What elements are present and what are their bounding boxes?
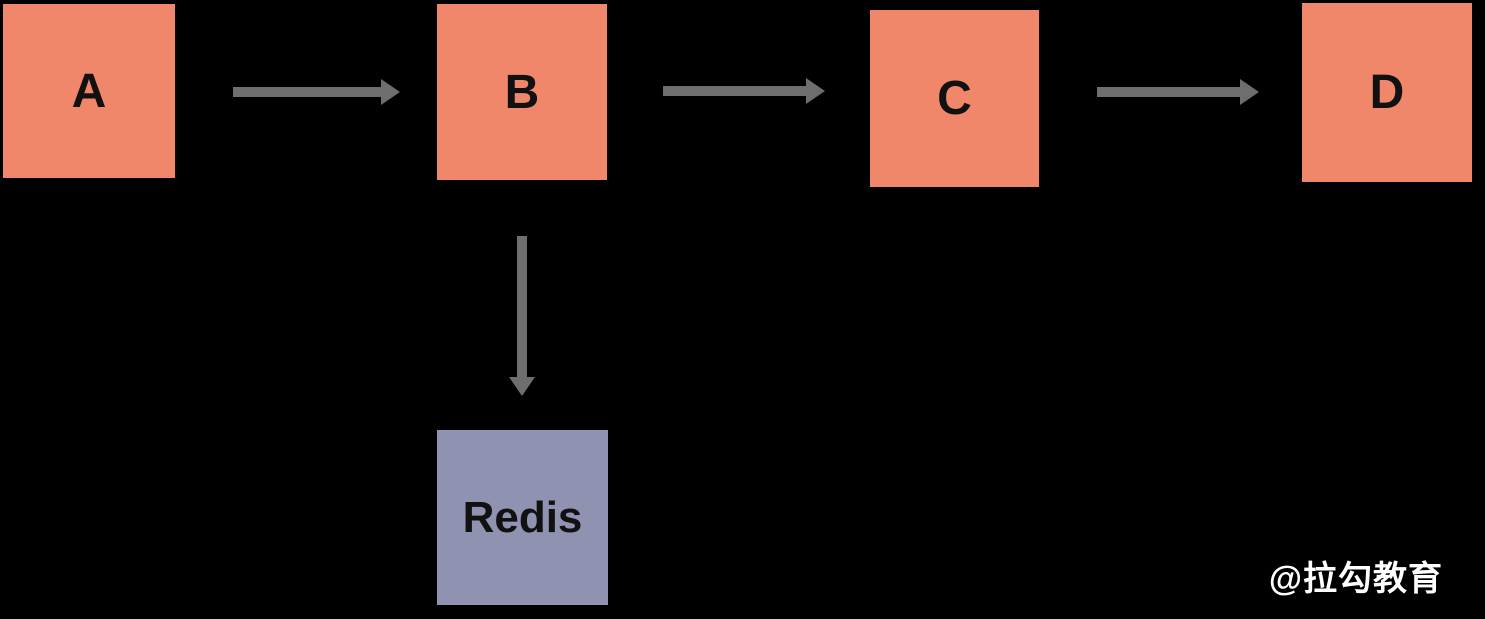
- node-c-label: C: [937, 72, 972, 125]
- watermark: @拉勾教育: [1268, 560, 1443, 598]
- node-b: B: [437, 4, 607, 180]
- node-a: A: [3, 4, 175, 178]
- arrow-c-to-d: [1097, 79, 1259, 105]
- node-a-label: A: [71, 64, 107, 118]
- node-c: C: [870, 10, 1039, 187]
- node-redis: Redis: [437, 430, 608, 605]
- node-d-label: D: [1369, 66, 1405, 119]
- arrow-b-to-c: [663, 78, 825, 104]
- arrow-b-to-redis: [509, 236, 535, 396]
- node-b-label: B: [504, 65, 540, 119]
- arrow-a-to-b: [233, 79, 400, 105]
- node-d: D: [1302, 3, 1472, 182]
- node-redis-label: Redis: [462, 492, 583, 542]
